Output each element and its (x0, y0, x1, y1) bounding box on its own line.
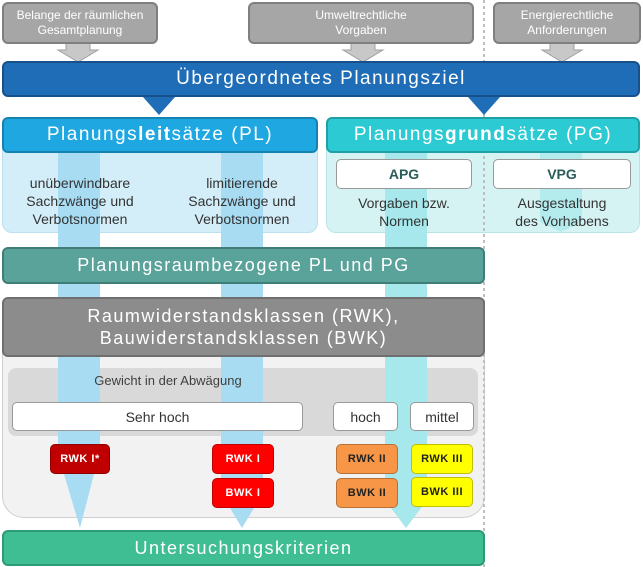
pl-body (2, 140, 318, 233)
arrow-down-icon (56, 42, 100, 63)
weight-title: Gewicht in der Abwägung (94, 372, 242, 388)
classes-bar: Raumwiderstandsklassen (RWK),Bauwidersta… (2, 297, 485, 357)
goal-bar: Übergeordnetes Planungsziel (2, 61, 640, 97)
funnel-pl-1 (64, 474, 94, 528)
badge-bwk-iii: BWK III (411, 477, 473, 507)
badge-rwk-iii: RWK III (411, 444, 473, 474)
badge-rwk-i: RWK I (212, 444, 274, 474)
apg-description: Vorgaben bzw.Normen (358, 195, 450, 229)
spatial-bar: Planungsraumbezogene PL und PG (2, 247, 485, 284)
arrow-down-icon (143, 97, 175, 115)
badge-bwk-i: BWK I (212, 478, 274, 508)
weight-high: hoch (333, 402, 398, 431)
apg-box: APG (336, 159, 472, 189)
badge-rwk-i-star: RWK I* (50, 444, 110, 474)
arrow-down-icon (468, 97, 500, 115)
weight-medium: mittel (410, 402, 474, 431)
funnel-vpg (540, 222, 582, 232)
badge-bwk-ii: BWK II (336, 478, 398, 508)
funnel-pl-2 (230, 508, 254, 528)
weight-very-high: Sehr hoch (12, 402, 303, 431)
badge-rwk-ii: RWK II (336, 444, 398, 474)
vpg-box: VPG (493, 159, 631, 189)
arrow-down-icon (341, 42, 385, 63)
arrow-down-icon (540, 42, 584, 63)
criteria-bar: Untersuchungskriterien (2, 530, 485, 566)
